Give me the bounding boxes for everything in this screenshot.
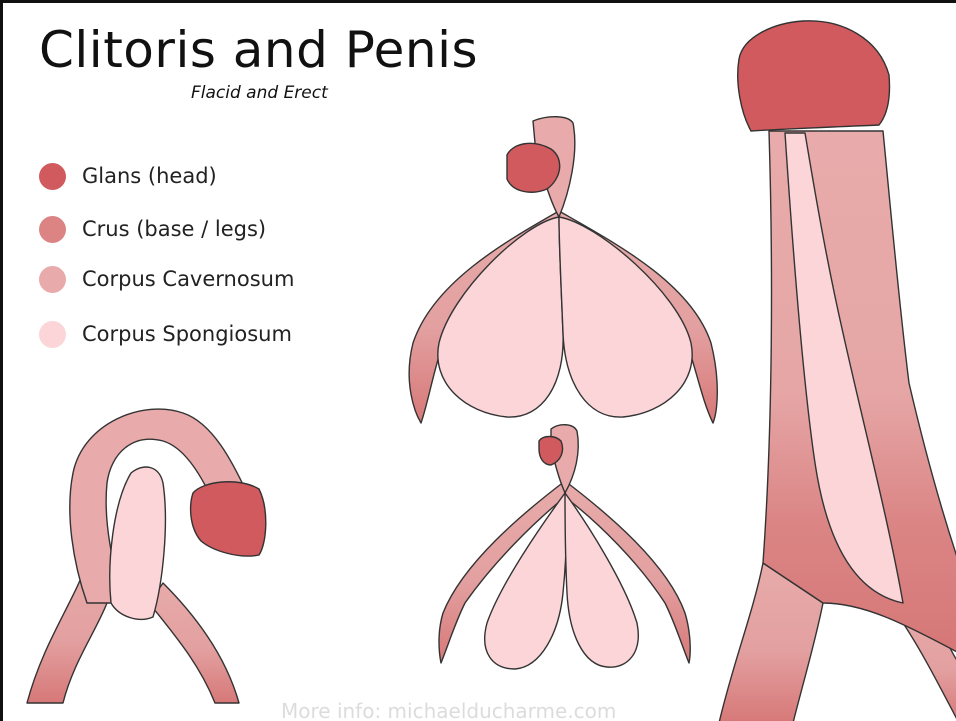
anatomy-illustrations: [3, 3, 956, 721]
penis-erect-figure: [719, 21, 956, 721]
legend-label-corpus-cavernosum: Corpus Cavernosum: [82, 267, 294, 291]
legend-swatch-corpus-cavernosum: [39, 266, 66, 293]
clitoris-erect-right-bulb: [559, 217, 692, 417]
legend-item-glans: Glans (head): [39, 161, 217, 191]
credit-text: More info: michaelducharme.com: [281, 699, 616, 721]
penis-flacid-spongiosum: [110, 467, 166, 619]
penis-flacid-figure: [27, 409, 266, 703]
diagram-subtitle: Flacid and Erect: [191, 83, 328, 103]
legend-label-corpus-spongiosum: Corpus Spongiosum: [82, 322, 292, 346]
legend-item-crus: Crus (base / legs): [39, 214, 266, 244]
clitoris-flacid-figure: [439, 425, 690, 669]
penis-flacid-right-crus: [149, 583, 239, 703]
legend-label-crus: Crus (base / legs): [82, 217, 266, 241]
legend-swatch-crus: [39, 216, 66, 243]
legend-swatch-corpus-spongiosum: [39, 321, 66, 348]
diagram-title: Clitoris and Penis: [39, 25, 478, 75]
legend-swatch-glans: [39, 163, 66, 190]
legend-item-corpus-cavernosum: Corpus Cavernosum: [39, 264, 294, 294]
penis-flacid-glans: [191, 482, 266, 556]
clitoris-erect-figure: [409, 117, 717, 423]
penis-erect-glans: [738, 21, 890, 131]
legend-item-corpus-spongiosum: Corpus Spongiosum: [39, 319, 292, 349]
legend-label-glans: Glans (head): [82, 164, 217, 188]
clitoris-erect-glans: [507, 143, 560, 192]
